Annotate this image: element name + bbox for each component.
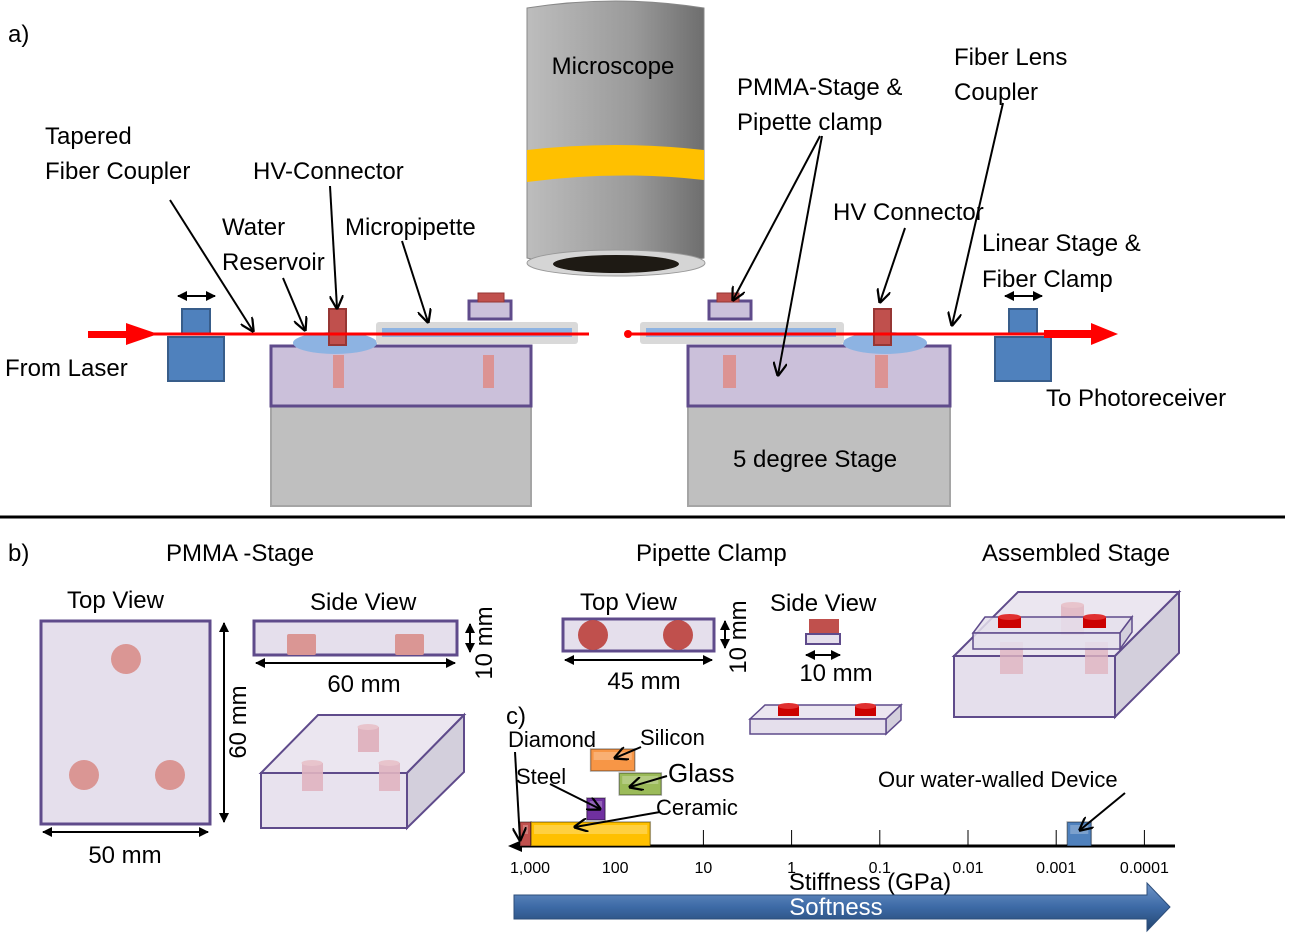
pmma-3d-view [258, 712, 467, 831]
clamp-width-dim: 10 mm [725, 600, 752, 673]
material-bar-highlight [523, 825, 529, 834]
label-water-walled-device: Our water-walled Device [878, 767, 1118, 792]
axis-tick-label: 0.001 [1036, 860, 1076, 877]
x-axis-title: Stiffness (GPa) [789, 869, 951, 896]
assembled-stage-title: Assembled Stage [982, 540, 1170, 567]
axis-tick-label: 1 [787, 860, 796, 877]
left-hv-connector [328, 308, 347, 346]
label-water: Water [222, 214, 285, 241]
clamp-length-dim: 45 mm [607, 668, 680, 695]
clamp-side-view-label: Side View [770, 590, 877, 617]
label-steel: Steel [516, 764, 566, 789]
right-pmma-pin [875, 355, 888, 388]
axis-tick-label: 10 [695, 860, 713, 877]
pmma-side-view: Side View 60 mm 10 mm [252, 589, 498, 698]
clamp-3d-view [748, 703, 903, 736]
label-pipette-clamp: Pipette clamp [737, 109, 882, 136]
right-pipette-clamp [707, 299, 753, 321]
pmma-width-dim: 50 mm [88, 842, 161, 869]
label-coupler: Coupler [954, 79, 1038, 106]
callout-arrows [169, 102, 1004, 375]
left-pipette-clamp [467, 299, 513, 321]
laser-input-arrow-icon [126, 323, 158, 345]
panel-a-tag: a) [8, 21, 29, 48]
axis-tick-label: 0.01 [952, 860, 983, 877]
panel-b: b) PMMA -Stage Pipette Clamp Assembled S… [8, 540, 1182, 869]
left-5-degree-stage [270, 405, 532, 507]
label-tapered: Tapered [45, 123, 132, 150]
material-bar-ceramic [530, 821, 652, 847]
pmma-side-thickness-dim: 10 mm [471, 606, 498, 679]
axis-tick-label: 100 [602, 860, 629, 877]
label-5-degree-stage: 5 degree Stage [733, 446, 897, 473]
axis-tick-label: 0.1 [869, 860, 891, 877]
pmma-stage-title: PMMA -Stage [166, 540, 314, 567]
clamp-side-dim: 10 mm [799, 660, 872, 687]
axis-tick-label: 1,000 [510, 860, 550, 877]
left-clamp-screw [477, 292, 505, 303]
label-ceramic: Ceramic [656, 795, 738, 820]
panel-c: c) 1,000 100 10 1 0.1 0.01 0.001 0.0001 Stiffne… [506, 703, 1175, 933]
label-micropipette: Micropipette [345, 214, 476, 241]
label-hv-connector-right: HV Connector [833, 199, 984, 226]
left-stage-assembly [269, 292, 578, 507]
label-fiber-coupler: Fiber Coupler [45, 158, 190, 185]
label-silicon: Silicon [640, 725, 705, 750]
laser-output-arrow-icon [1091, 323, 1118, 345]
left-pmma-pin [483, 355, 494, 388]
pipette-clamp-title: Pipette Clamp [636, 540, 787, 567]
softness-label: Softness [789, 894, 882, 921]
material-bars [519, 748, 1093, 847]
laser-beam [88, 323, 1118, 345]
material-bar-highlight [534, 825, 648, 834]
label-diamond: Diamond [508, 727, 596, 752]
softness-arrow: Softness [513, 881, 1171, 933]
label-hv-connector-left: HV-Connector [253, 158, 404, 185]
assembled-stage-3d [951, 589, 1182, 720]
right-5-degree-stage [687, 405, 951, 507]
panel-b-tag: b) [8, 540, 29, 567]
label-reservoir: Reservoir [222, 249, 325, 276]
right-fiber-clamp [994, 291, 1052, 382]
axis-tick-labels: 1,000 100 10 1 0.1 0.01 0.001 0.0001 [510, 860, 1169, 877]
axis-tick-label: 0.0001 [1120, 860, 1169, 877]
material-callouts [515, 746, 1126, 840]
axis-ticks [614, 830, 1145, 846]
label-from-laser: From Laser [5, 355, 128, 382]
label-linear-stage: Linear Stage & [982, 230, 1141, 257]
right-hv-connector [873, 308, 892, 346]
label-fiber-lens: Fiber Lens [954, 44, 1067, 71]
right-stage-assembly [640, 292, 952, 507]
right-pmma-pin [723, 355, 736, 388]
label-pmma-stage: PMMA-Stage & [737, 74, 902, 101]
label-to-photoreceiver: To Photoreceiver [1046, 385, 1226, 412]
pmma-side-length-dim: 60 mm [327, 671, 400, 698]
pmma-side-view-label: Side View [310, 589, 417, 616]
axis-arrow-icon [508, 840, 522, 852]
clamp-side-view: Side View 10 mm [770, 590, 877, 687]
label-glass: Glass [668, 758, 734, 788]
pmma-height-dim: 60 mm [225, 685, 252, 758]
microscope: Microscope [526, 0, 706, 277]
left-fiber-clamp [167, 291, 225, 382]
pmma-top-view: Top View 60 mm 50 mm [39, 587, 252, 869]
microscope-label: Microscope [552, 53, 675, 80]
panel-c-tag: c) [506, 703, 526, 730]
clamp-top-view-label: Top View [580, 589, 678, 616]
clamp-top-view: Top View 45 mm 10 mm [561, 589, 752, 695]
left-pmma-pin [333, 355, 344, 388]
pmma-top-view-label: Top View [67, 587, 165, 614]
label-fiber-clamp: Fiber Clamp [982, 266, 1113, 293]
panel-a: a) Microscope [5, 0, 1226, 507]
